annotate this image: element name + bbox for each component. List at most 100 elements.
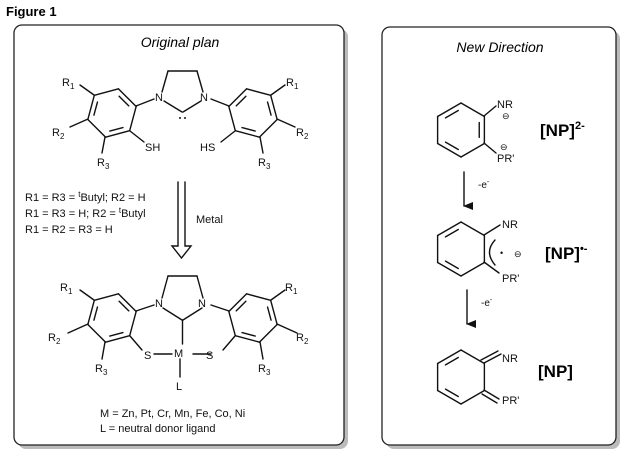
ring-bond [460,142,486,158]
double-bond [444,228,459,238]
ring-bond [460,102,486,118]
ring-bond [269,94,278,121]
c-n-double-bond [480,350,499,361]
c-p-double-bond [481,393,498,404]
double-bond [444,356,459,366]
pr-group: PR' [497,153,514,165]
ring-bond [104,334,131,343]
c-n-bond [135,98,155,107]
r2-label: R2 [48,332,61,346]
ring-bond [87,118,107,138]
ring-bond [104,129,131,138]
r2-label: R2 [296,332,309,346]
c-n-bond [135,304,155,312]
r2-label: R2 [296,127,309,141]
c-r1-bond [270,84,286,96]
double-bond [118,95,130,107]
atom-n: N [155,298,163,310]
ring-bond [258,323,278,343]
minus-charge-icon: ⊖ [500,142,508,152]
c-s-bond [129,130,145,143]
np-neutral: NR PR' [NP] [502,353,573,407]
ring-bond [228,293,248,313]
double-bond [109,331,124,337]
double-bond [235,95,247,107]
atom-n: N [200,92,208,104]
c-r3-bond [259,136,264,154]
n-ch2-bond [161,70,169,93]
double-bond [444,260,459,270]
c-r2-bond [276,118,296,128]
metal-note: M = Zn, Pt, Cr, Mn, Fe, Co, Ni [100,408,245,420]
r1-label: R1 [285,282,298,296]
r3-label: R3 [95,363,108,377]
ring-bond [128,310,137,337]
ring-bond [234,129,261,138]
double-bond [444,141,459,151]
c-r1-bond [79,84,95,96]
double-bond [93,306,99,321]
ring-bond [436,221,462,237]
ring-bond [228,310,237,337]
r3-label: R3 [97,157,110,171]
ring-bond [93,88,120,97]
ring-bond [460,261,486,277]
c-p-bond [483,261,500,274]
r1-label: R1 [62,77,75,91]
ring-bond [87,299,96,326]
n-c-bond [162,307,183,321]
ring-bond [460,349,486,365]
ring-bond [228,88,248,108]
ring-bond [117,88,137,108]
right-panel-title: New Direction [456,39,543,55]
figure-title: Figure 1 [6,4,57,19]
c-n-double-bond [483,353,502,364]
ring-bond [460,221,486,237]
ligand-l: L [176,381,182,393]
atom-n: N [155,92,163,104]
species-label: [NP] [538,362,573,381]
double-bond [241,331,256,337]
complex-structure: N N M S S L R1 R2 R3 R1 R2 R3 M = Zn, Pt… [48,282,309,435]
double-bond [118,300,130,312]
c-n-bond [210,304,230,312]
ring-bond [128,105,137,132]
r3-label: R3 [258,363,271,377]
c-p-double-bond [483,389,500,400]
c-r1-bond [79,289,95,301]
condition-line: R1 = R3 = H; R2 = tButyl [25,206,146,220]
condition-line: R1 = R2 = R3 = H [25,224,113,236]
c-r2-bond [69,118,89,128]
c-s-bond [220,130,236,143]
np-radical-anion: NR • ⊖ PR' [NP]•- [488,219,588,285]
double-bond [241,126,256,132]
ring-bond [436,389,462,405]
lone-pair-dot [179,117,181,119]
double-bond [444,109,459,119]
ring-bond [436,261,462,277]
ring-bond [117,293,137,313]
n-ch2-bond [196,70,204,93]
n-c-bond [182,307,203,321]
c-p-bond [483,142,497,154]
atom-s: S [144,350,151,362]
pr-group: PR' [502,395,519,407]
c-r1-bond [270,289,286,301]
r1-label: R1 [286,77,299,91]
np-dianion: NR ⊖ ⊖ PR' [NP]2- [497,99,585,165]
ligand-structure: N N SH HS R1 R2 R3 R1 R2 R3 [52,77,309,171]
c-n-bond [210,98,230,107]
species-label: [NP]•- [545,243,588,263]
atom-m: M [174,348,183,360]
double-bond [266,306,272,321]
ring-bond [228,105,237,132]
nr-group: NR [502,219,518,231]
double-bond [235,300,247,312]
lone-pair-dot [184,117,186,119]
ring-bond [460,389,486,405]
r1-label: R1 [60,282,73,296]
double-bond [444,388,459,398]
c-r3-bond [259,341,264,360]
c-n-bond [483,224,501,236]
ring-bond [436,142,462,158]
